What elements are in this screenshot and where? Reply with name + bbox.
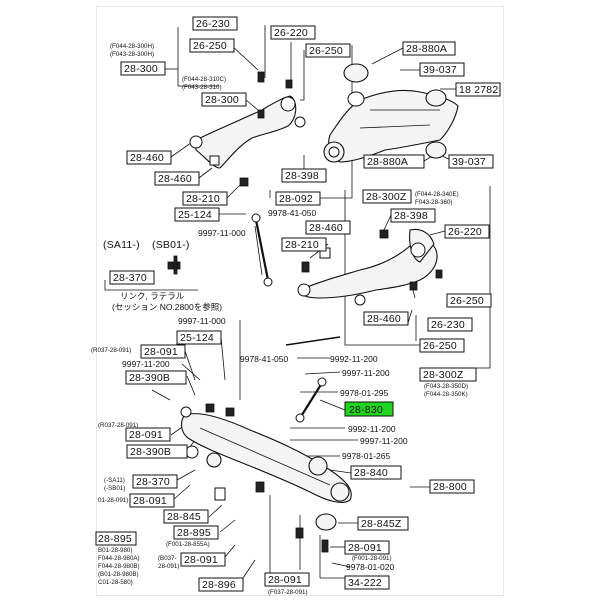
label-28-880a: 28-880A: [406, 43, 447, 55]
note-b01-980b: (B01-28-980B): [98, 571, 139, 578]
label-9997-11-200: 9997-11-200: [360, 436, 408, 446]
label-28-300z: 28-300Z: [423, 369, 464, 381]
note-f043-310: (F043-28-310): [182, 84, 222, 91]
label-28-830-highlighted: 28-830: [349, 404, 383, 416]
label-28-895: 28-895: [177, 527, 211, 539]
label-28-091: 28-091: [184, 554, 218, 566]
label-9997-11-000: 9997-11-000: [198, 228, 246, 238]
label-28-840: 28-840: [354, 467, 388, 479]
label-28-390b: 28-390B: [130, 446, 171, 458]
label-34-222: 34-222: [348, 577, 382, 589]
note-lateral-link-jp: リンク, ラテラル: [120, 291, 185, 301]
bolt-sa11-sb01: [167, 255, 181, 275]
lateral-link-rod: [251, 213, 273, 287]
note-f044-340e: (F044-28-340E): [415, 191, 459, 198]
crossmember: [180, 403, 352, 503]
label-18-2782: 18 2782: [459, 84, 498, 96]
upper-trailing-arm-left: [189, 71, 306, 187]
label-28-460: 28-460: [309, 222, 343, 234]
label-25-124: 25-124: [178, 209, 212, 221]
label-28-091: 28-091: [144, 346, 178, 358]
note-f044-980a: F044-28-980A): [98, 555, 140, 562]
highlighted-part-box: [344, 401, 394, 417]
note-f043-360: F043-28-360): [415, 199, 453, 206]
label-25-124: 25-124: [180, 332, 214, 344]
label-9978-01-295: 9978-01-295: [340, 388, 388, 398]
note-f001-855a: (F001-28-855A): [166, 541, 210, 548]
note-b037: (B037-: [158, 555, 177, 562]
note-28-091: 28-091): [158, 563, 179, 570]
label-9997-11-000: 9997-11-000: [178, 316, 226, 326]
note-section-ref-jp: (セッション NO.2800を参照): [112, 302, 222, 312]
label-28-091: 28-091: [133, 495, 167, 507]
label-28-800: 28-800: [433, 481, 467, 493]
label-28-880a: 28-880A: [367, 156, 408, 168]
upper-trailing-arm-right: [297, 228, 443, 306]
differential-housing: [323, 63, 459, 163]
note-f037-091: (F037-28-091): [268, 589, 308, 596]
label-28-460: 28-460: [130, 152, 164, 164]
note-r037-091: (R037-28-091): [98, 422, 138, 429]
label-28-092: 28-092: [279, 193, 313, 205]
label-28-300z: 28-300Z: [366, 191, 407, 203]
label-28-210: 28-210: [186, 193, 220, 205]
label-9997-11-200: 9997-11-200: [122, 359, 170, 369]
label-28-370: 28-370: [113, 272, 147, 284]
label-9992-11-200: 9992-11-200: [348, 424, 396, 434]
lower-mounts: [214, 481, 337, 553]
label-28-895: 28-895: [98, 533, 132, 545]
label-28-460: 28-460: [367, 313, 401, 325]
note-sa11: (-SA11): [104, 477, 125, 484]
label-28-390b: 28-390B: [129, 372, 170, 384]
label-26-230: 26-230: [196, 18, 230, 30]
label-39-037: 39-037: [452, 156, 486, 168]
label-26-250: 26-250: [450, 295, 484, 307]
label-28-370: 28-370: [136, 476, 170, 488]
label-26-250: 26-250: [309, 45, 343, 57]
label-26-230: 26-230: [431, 319, 465, 331]
note-b01-980: B01-28-980): [98, 547, 132, 554]
note-f044-310c: (F044-28-310C): [182, 76, 226, 83]
note-f044-980b: F044-28-980B): [98, 563, 140, 570]
label-39-037: 39-037: [423, 64, 457, 76]
label-9992-11-200: 9992-11-200: [330, 354, 378, 364]
label-26-220: 26-220: [274, 27, 308, 39]
label-sb01: (SB01-): [152, 239, 190, 251]
stabilizer-link: [285, 336, 341, 423]
label-26-250: 26-250: [423, 340, 457, 352]
label-28-091: 28-091: [129, 429, 163, 441]
label-28-845z: 28-845Z: [361, 518, 402, 530]
label-26-250: 26-250: [193, 40, 227, 52]
label-28-210: 28-210: [285, 239, 319, 251]
note-f044-350k: (F044-28-350K): [424, 391, 468, 398]
label-28-398: 28-398: [394, 210, 428, 222]
note-01-28-091: 01-28-091): [98, 497, 128, 504]
label-28-300: 28-300: [205, 94, 239, 106]
label-9978-41-050: 9978-41-050: [240, 354, 288, 364]
label-28-300: 28-300: [124, 63, 158, 75]
label-28-398: 28-398: [285, 170, 319, 182]
label-9997-11-200: 9997-11-200: [342, 368, 390, 378]
note-f043-350d: (F043-28-350D): [424, 383, 468, 390]
label-9978-41-050: 9978-41-050: [268, 208, 316, 218]
label-28-845: 28-845: [167, 511, 201, 523]
label-28-091: 28-091: [348, 542, 382, 554]
note-f044-300h: (F044-28-300H): [110, 43, 154, 50]
note-sb01: (-SB01): [104, 485, 125, 492]
label-9978-01-020: 9978-01-020: [346, 562, 394, 572]
part-labels: 26-230 26-250 26-220 26-250 (F044-28-300…: [91, 16, 501, 596]
label-26-220: 26-220: [448, 226, 482, 238]
note-f043-300h: (F043-28-300H): [110, 51, 154, 58]
label-28-091: 28-091: [268, 574, 302, 586]
label-28-896: 28-896: [202, 579, 236, 591]
note-r037-091: (R037-28-091): [91, 347, 131, 354]
label-sa11: (SA11-): [103, 239, 140, 251]
note-f001-091: (F001-28-091): [352, 555, 392, 562]
label-9978-01-265: 9978-01-265: [342, 451, 390, 461]
note-c01-580: C01-28-580): [98, 579, 133, 586]
label-28-460: 28-460: [158, 173, 192, 185]
